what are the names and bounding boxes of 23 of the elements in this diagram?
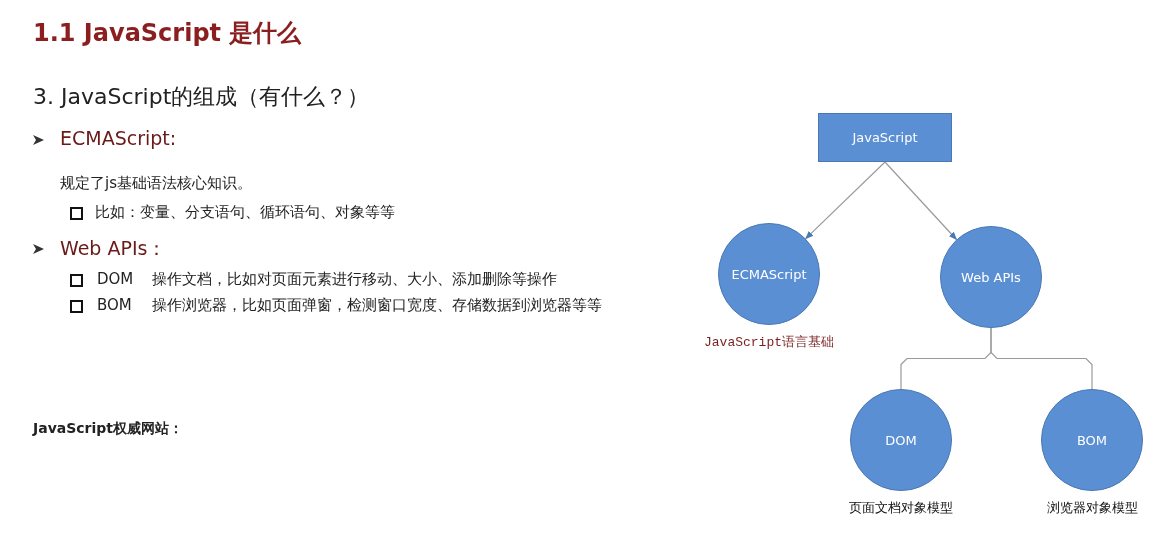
section-heading: ECMAScript:: [60, 127, 177, 149]
slide-title: 1.1 JavaScript 是什么: [33, 18, 302, 49]
term-text: BOM: [97, 296, 132, 314]
node-label: JavaScript: [852, 130, 918, 145]
section-heading: 3. JavaScript的组成（有什么？）: [33, 83, 370, 111]
node-label: ECMAScript: [731, 266, 807, 282]
section-heading: Web APIs：: [60, 236, 167, 261]
arrow: [805, 161, 886, 240]
bullet-text: 操作浏览器，比如页面弹窗，检测窗口宽度、存储数据到浏览器等等: [152, 296, 602, 315]
node-caption: 页面文档对象模型: [849, 499, 953, 517]
root-box: [818, 113, 952, 162]
description-text: 规定了js基础语法核心知识。: [60, 174, 252, 193]
node-label: Web APIs: [961, 269, 1021, 285]
term-text: DOM: [97, 270, 134, 288]
node-caption: JavaScript语言基础: [704, 334, 834, 351]
connector-line: [990, 327, 1093, 390]
reference-label: JavaScript权威网站：: [33, 420, 184, 438]
arrow: [884, 161, 958, 241]
bullet-text: 操作文档，比如对页面元素进行移动、大小、添加删除等操作: [152, 270, 557, 289]
node-label: DOM: [885, 432, 917, 448]
node-caption: 浏览器对象模型: [1046, 499, 1138, 517]
node-label: BOM: [1076, 432, 1108, 448]
bullet-text: 比如：变量、分支语句、循环语句、对象等等: [95, 203, 395, 222]
